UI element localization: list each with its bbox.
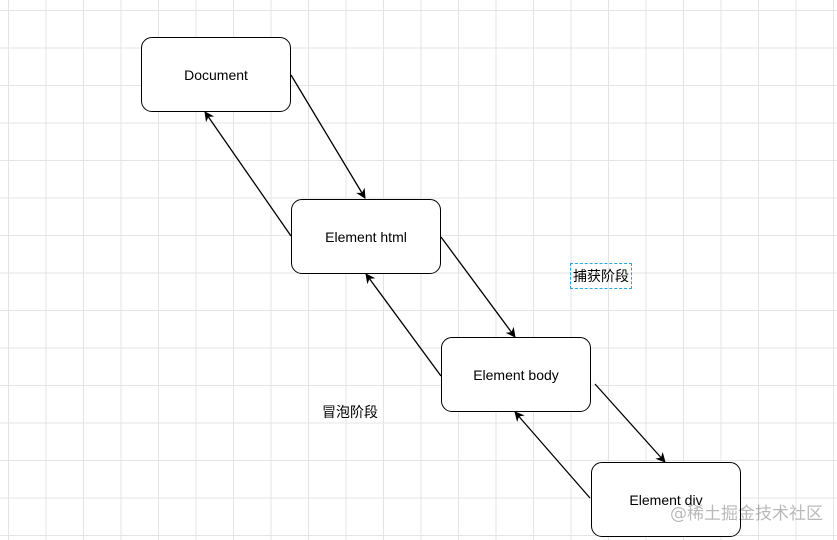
node-element-html[interactable]: Element html xyxy=(291,199,441,274)
capture-arrow-html-to-body[interactable] xyxy=(440,236,516,338)
node-document[interactable]: Document xyxy=(141,37,291,112)
bubble-arrow-html-to-document[interactable] xyxy=(204,111,292,237)
node-element-div-label: Element div xyxy=(629,491,703,508)
capture-arrow-body-to-div[interactable] xyxy=(594,383,666,463)
bubble-arrow-div-to-body[interactable] xyxy=(514,411,591,499)
capture-arrow-document-to-html[interactable] xyxy=(290,74,366,199)
node-element-body-label: Element body xyxy=(473,366,559,383)
node-element-div[interactable]: Element div xyxy=(591,462,741,537)
bubble-arrow-body-to-html[interactable] xyxy=(365,273,442,377)
node-element-body[interactable]: Element body xyxy=(441,337,591,412)
node-element-html-label: Element html xyxy=(325,228,407,245)
bubble-phase-label[interactable]: 冒泡阶段 xyxy=(322,405,378,421)
node-document-label: Document xyxy=(184,66,248,83)
capture-phase-label[interactable]: 捕获阶段 xyxy=(570,263,632,289)
